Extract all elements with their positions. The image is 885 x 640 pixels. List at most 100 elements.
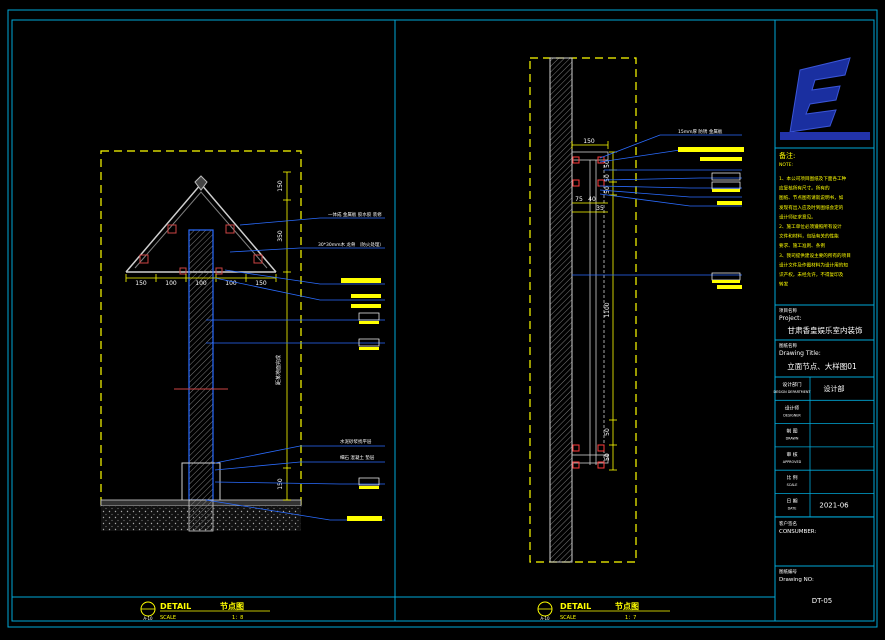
row-value: 设计部 [824, 384, 845, 393]
dim-bottom-3: 100 [195, 280, 207, 287]
row-value: 2021-06 [819, 502, 849, 510]
dim-bottom-b: 50 [604, 453, 611, 461]
frame-joints [572, 156, 605, 469]
inner-frame [11, 19, 875, 622]
note-4: 细石 混凝土 垫层 [340, 454, 375, 461]
column [188, 229, 214, 501]
dim-bottom-a: 50 [604, 428, 611, 436]
notes-heading: 备注: [779, 151, 795, 160]
note-1: 一体成 金属板 胶水胶 装修 [328, 211, 382, 218]
right-material-bars [678, 147, 744, 289]
drawing-no: DT-05 [812, 597, 832, 605]
frame-members [571, 151, 609, 465]
right-detail: 150 50 50 50 75 40 35 1100 50 50 15mm厚 防… [529, 57, 744, 563]
right-label-title: 节点图 [615, 601, 639, 611]
note-line: 识产权，未经允许，不得复印及 [779, 271, 844, 278]
note-line: 设计文件及作图材料为设计用的知 [779, 261, 848, 268]
row-label-en: DESIGNER [783, 413, 801, 417]
right-label-scale: 1：7 [625, 615, 636, 621]
footing [188, 499, 214, 532]
dim-side-40: 40 [588, 196, 596, 203]
company-bar [780, 132, 870, 140]
right-leaders [572, 134, 742, 276]
left-label-title: 节点图 [220, 601, 244, 611]
dim-bottom-2: 100 [165, 280, 177, 287]
dim-side-35: 35 [596, 205, 604, 212]
row-label-en: DATE [788, 507, 797, 511]
right-label-main: DETAIL [560, 602, 591, 611]
row-label-cn: 制 图 [786, 428, 797, 435]
note-line: 图纸、节点图有请就说明书，如 [779, 194, 844, 201]
note-line: 要求、施工准则、条例 [779, 242, 825, 249]
dim-right-1: 150 [277, 180, 284, 192]
wall-section [549, 57, 573, 563]
row-label-en: DESIGN DEPARTMENT [774, 390, 812, 394]
row-label-en: DRAWN [786, 437, 799, 441]
row-label-cn: 日 期 [786, 499, 797, 505]
note-3: 水泥砂浆找平层 [340, 438, 372, 445]
left-leaders [205, 217, 385, 521]
logo [789, 57, 851, 133]
roof-inner [134, 191, 268, 269]
roof-cap [194, 175, 208, 191]
note-line: 发现有出入应及时到图纸会定的 [779, 204, 844, 211]
dim-side-1: 50 [604, 160, 611, 168]
outer-frame [7, 9, 878, 628]
dim-right-3: 150 [277, 478, 284, 490]
note-line: 3、我司提供建设主要的所有的项目 [779, 252, 851, 259]
right-label-scale-word: SCALE [560, 615, 576, 621]
right-note-top: 15mm厚 防锈 金属板 [678, 128, 723, 135]
row-label-cn: 设计部门 [782, 381, 801, 388]
notes-list: 1、本公司项目图纸及下面各工种应复核所有尺寸。所有的图纸、节点图有请就说明书，如… [779, 175, 851, 288]
dim-bottom-1: 150 [135, 280, 147, 287]
project-label-cn: 项目名称 [779, 307, 797, 314]
left-dims-bottom [125, 274, 277, 282]
left-callout-tags [358, 312, 380, 486]
note-2: 30*30mm木 龙骨 （防火处理） [318, 241, 384, 248]
row-label-cn: 比 例 [786, 474, 797, 481]
left-callout-fills [359, 321, 379, 489]
row-label-en: APPROVED [783, 460, 802, 464]
note-line: 转发 [779, 281, 789, 288]
left-detail: 150 100 100 100 150 150 350 150 距某地面完成 [100, 150, 385, 532]
dim-side-2: 50 [604, 174, 611, 182]
drawing-title-label-en: Drawing Title: [779, 350, 821, 357]
note-line: 2、施工单位必须遵照所有设计 [779, 223, 842, 230]
row-label-en: SCALE [787, 483, 798, 487]
title-block: 备注: NOTE: 1、本公司项目图纸及下面各工种应复核所有尺寸。所有的图纸、节… [774, 57, 874, 605]
right-label-number: A-10 [540, 616, 550, 621]
row-label-cn: 审 核 [786, 451, 797, 458]
dim-bottom-5: 150 [255, 280, 267, 287]
left-material-bars [341, 278, 382, 521]
drawing-title-label-cn: 图纸名称 [779, 342, 797, 349]
consumer-label-en: CONSUMBER: [779, 529, 816, 535]
notes-sub: NOTE: [779, 162, 793, 168]
dim-side-3: 50 [604, 186, 611, 194]
left-label-scale: 1：8 [232, 615, 243, 621]
dim-side-75: 75 [575, 196, 583, 203]
note-line: 1、本公司项目图纸及下面各工种 [779, 175, 847, 182]
drawing-title: 立面节点、大样图01 [787, 361, 857, 371]
row-label-cn: 设计师 [785, 404, 800, 411]
left-dims-right [283, 171, 291, 501]
right-detail-label: A-10 DETAIL SCALE 节点图 1：7 [537, 601, 670, 621]
project-label-en: Project: [779, 315, 802, 322]
left-label-number: A-10 [143, 616, 153, 621]
dim-vertical-note: 距某地面完成 [275, 355, 282, 385]
project-name: 甘肃香皇娱乐室内装饰 [788, 325, 863, 335]
dim-bottom-4: 100 [225, 280, 237, 287]
dim-long: 1100 [604, 302, 611, 317]
dim-top-150: 150 [583, 138, 595, 145]
drawing-no-label-en: Drawing NO: [779, 577, 814, 583]
left-label-main: DETAIL [160, 602, 191, 611]
note-line: 设计师征求意见。 [779, 213, 816, 220]
right-detail-boundary [529, 57, 637, 563]
dim-right-2: 350 [277, 230, 284, 242]
roof-rafters [139, 224, 263, 275]
note-line: 应复核所有尺寸。所有的 [779, 185, 830, 192]
left-detail-label: A-10 DETAIL SCALE 节点图 1：8 [140, 601, 270, 621]
right-callout-fills [712, 189, 740, 283]
left-label-scale-word: SCALE [160, 615, 176, 621]
